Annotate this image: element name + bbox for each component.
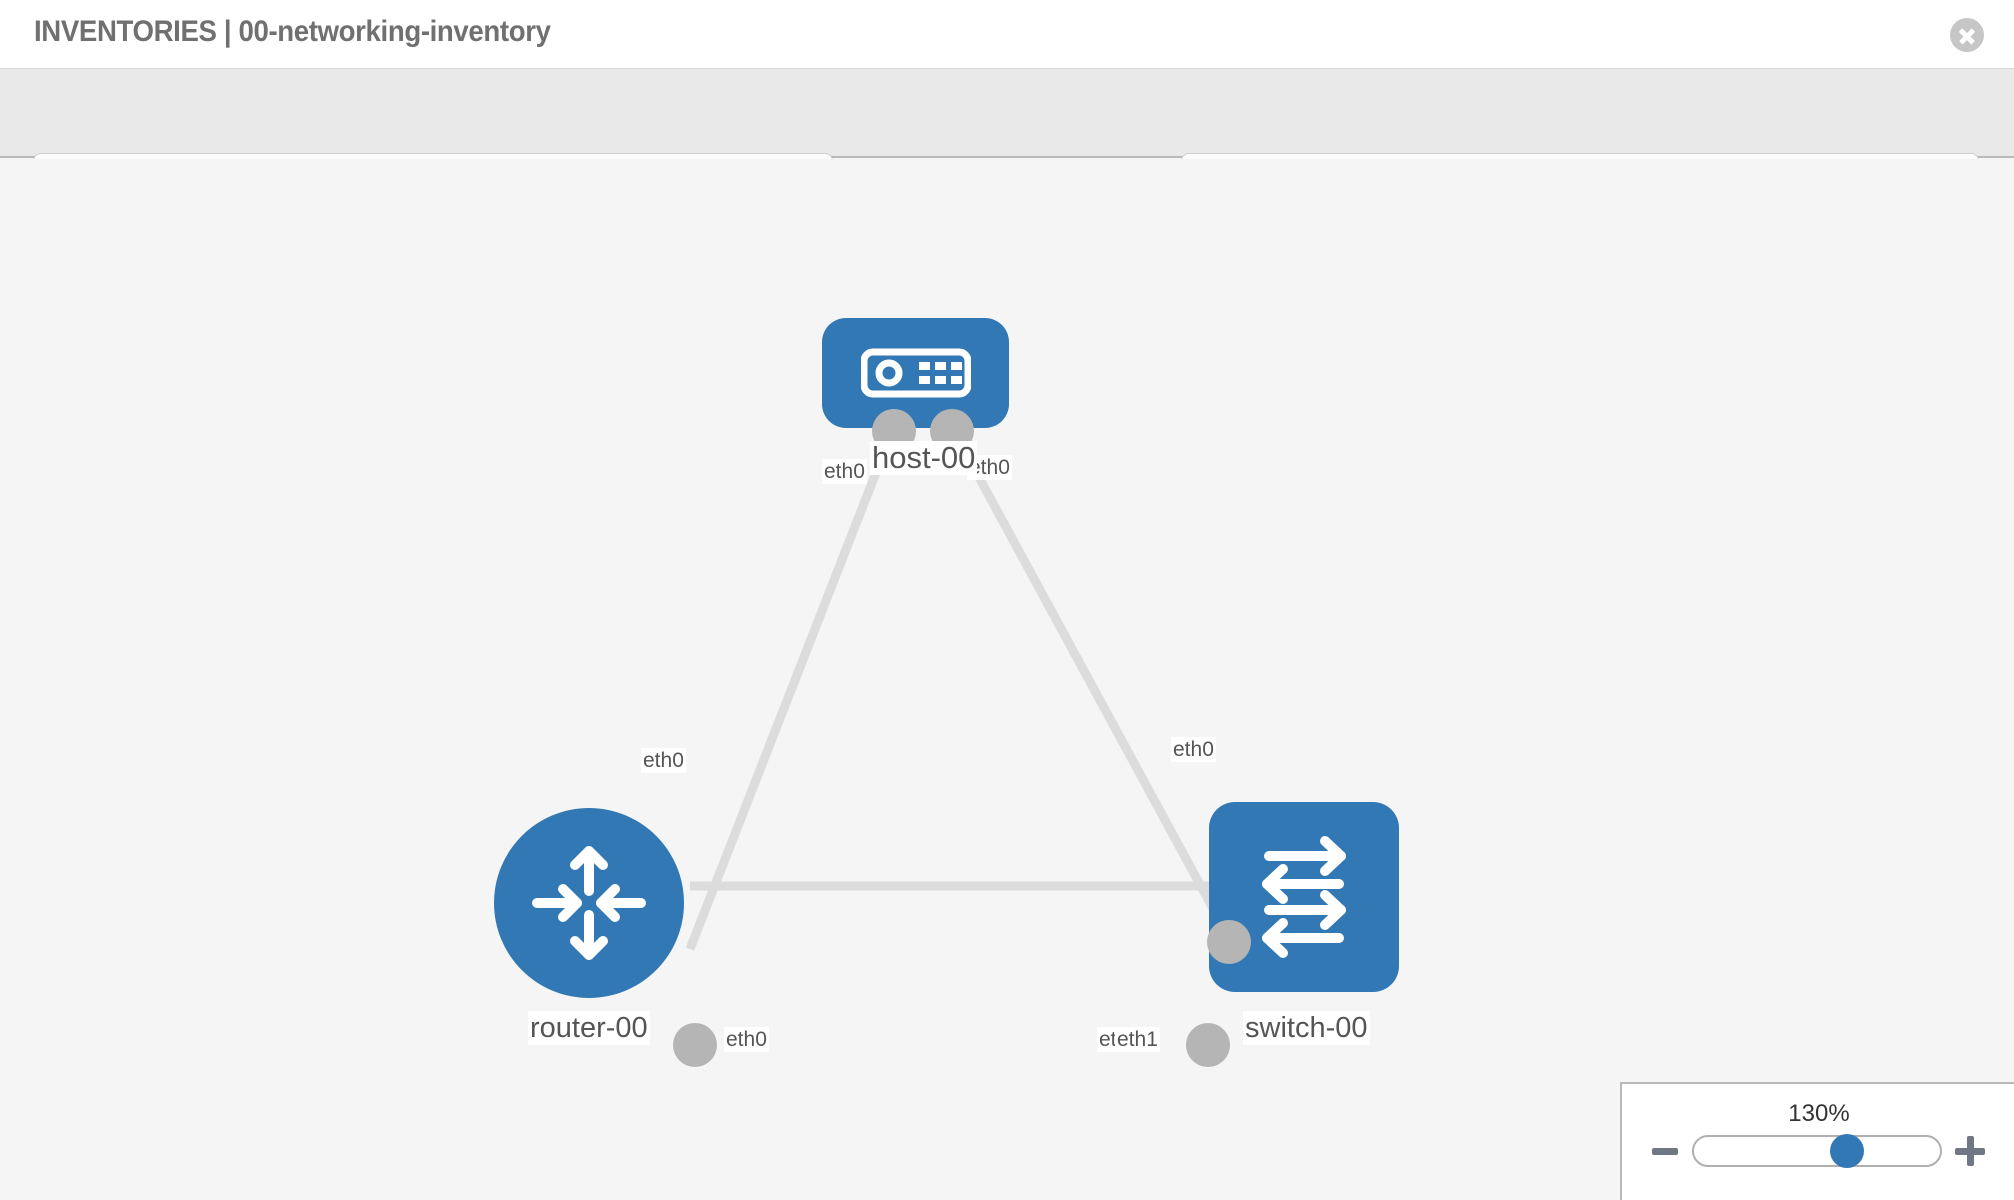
link-host-switch xyxy=(946,421,1239,952)
router-arrows-icon xyxy=(532,846,646,960)
zoom-out-button[interactable] xyxy=(1652,1148,1678,1155)
zoom-in-button[interactable] xyxy=(1955,1136,1985,1166)
node-label-router: router-00 xyxy=(528,1011,650,1045)
topology-canvas[interactable]: host-00 eth0 eth0 router-00 eth0 eth0 xyxy=(0,159,2014,1200)
node-host-00[interactable] xyxy=(822,318,1009,428)
port-nub-switch-eth1[interactable] xyxy=(1186,1023,1230,1067)
node-switch-00[interactable] xyxy=(1209,802,1399,992)
zoom-slider-handle[interactable] xyxy=(1829,1134,1864,1168)
port-nub-router-eth0[interactable] xyxy=(673,1023,717,1067)
server-icon xyxy=(860,348,971,398)
toolbar: ACTIONS SEARCH xyxy=(0,69,2014,211)
page-title: INVENTORIES | 00-networking-inventory xyxy=(34,15,551,48)
link-router-host xyxy=(685,422,900,951)
switch-arrows-icon xyxy=(1262,836,1346,958)
topology-links xyxy=(685,421,1239,952)
port-nub-switch-eth0[interactable] xyxy=(1207,920,1251,964)
page-header: INVENTORIES | 00-networking-inventory xyxy=(0,0,2014,69)
node-label-switch: switch-00 xyxy=(1243,1011,1370,1045)
zoom-slider[interactable] xyxy=(1692,1134,1942,1168)
node-label-host: host-00 xyxy=(870,440,978,475)
zoom-panel: 130% xyxy=(1620,1082,2014,1200)
zoom-level-value: 130% xyxy=(1788,1100,1850,1127)
close-icon[interactable] xyxy=(1950,18,1984,52)
node-router-00[interactable] xyxy=(494,808,684,998)
